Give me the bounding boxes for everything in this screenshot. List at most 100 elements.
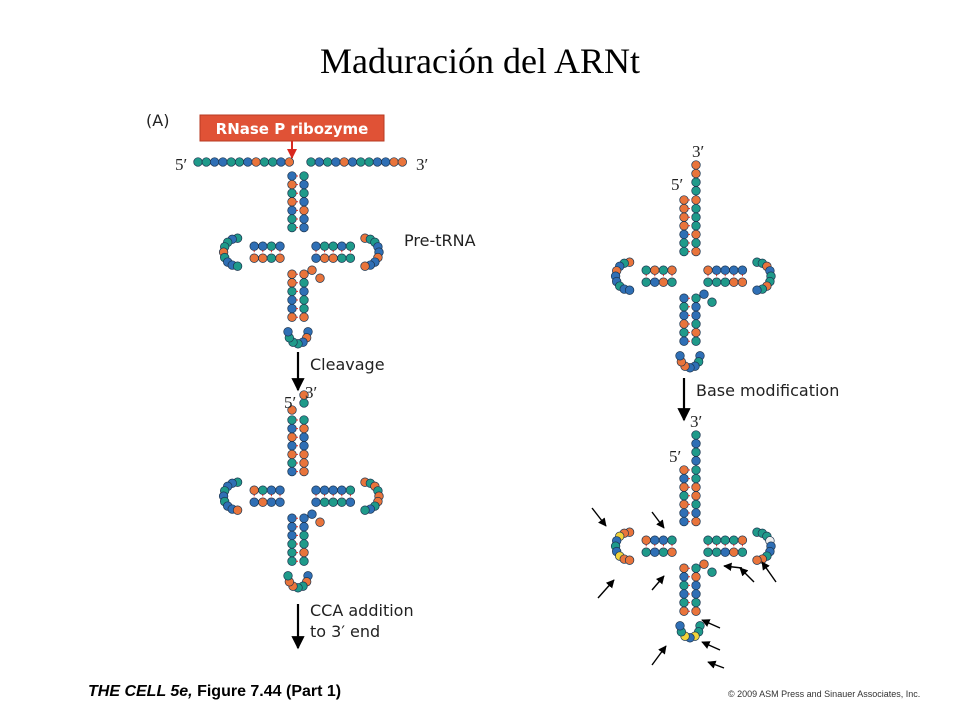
nucleotide (287, 405, 297, 415)
nucleotide (249, 497, 259, 507)
nucleotide (691, 430, 701, 440)
nucleotide (679, 499, 689, 510)
nucleotide (226, 157, 236, 167)
nucleotide (299, 522, 309, 532)
mod-5-prime: 5′ (669, 447, 681, 466)
nucleotide (287, 513, 297, 523)
nucleotide (322, 157, 333, 167)
nucleotide (737, 547, 748, 557)
nucleotide (249, 241, 259, 251)
nucleotide (658, 277, 669, 287)
nucleotide (720, 547, 730, 557)
nucleotide (266, 485, 277, 495)
nucleotide (679, 473, 689, 484)
nucleotide (287, 530, 297, 541)
nucleotide (691, 491, 701, 501)
mod-3-prime: 3′ (690, 412, 702, 431)
nucleotide (699, 289, 709, 299)
nucleotide (679, 229, 689, 240)
nucleotide (311, 241, 321, 251)
nucleotide (328, 253, 338, 263)
nucleotide (299, 556, 309, 566)
nucleotide (389, 157, 399, 167)
nucleotide (328, 497, 338, 507)
nucleotide (193, 157, 203, 167)
nucleotide (328, 241, 338, 251)
nucleotide (720, 265, 730, 275)
nucleotide (287, 423, 297, 434)
copyright: © 2009 ASM Press and Sinauer Associates,… (728, 689, 921, 699)
nucleotide (311, 497, 321, 507)
nucleotide (381, 157, 391, 167)
nucleotide (337, 497, 347, 507)
nucleotide (315, 273, 325, 283)
nucleotide (306, 157, 316, 167)
nucleotide (337, 241, 347, 251)
nucleotide (720, 535, 730, 545)
nucleotide (258, 485, 268, 495)
nucleotide (287, 188, 297, 198)
nucleotide (307, 265, 317, 275)
pointer-arrow-icon (723, 562, 743, 572)
step-cca-addition: CCA addition (310, 601, 414, 620)
nucleotide (679, 580, 689, 591)
nucleotide (679, 465, 689, 475)
nucleotide (624, 555, 635, 565)
nucleotide (299, 415, 309, 425)
nucleotide (287, 179, 297, 190)
nucleotide (679, 302, 689, 312)
nucleotide (299, 286, 309, 297)
nucleotide (275, 241, 285, 251)
nucleotide (345, 241, 356, 251)
nucleotide (397, 157, 407, 167)
nucleotide (675, 351, 685, 361)
nucleotide (287, 441, 297, 451)
nucleotide (266, 497, 277, 507)
nucleotide (287, 312, 297, 322)
nucleotide (720, 277, 730, 287)
nucleotide (311, 253, 321, 263)
nucleotide (679, 606, 689, 616)
pointer-arrow-icon (651, 511, 665, 529)
nucleotide (299, 530, 309, 541)
nucleotide (667, 265, 677, 275)
nucleotide (201, 157, 211, 167)
nucleotide (691, 499, 701, 510)
nucleotide (658, 265, 669, 275)
nucleotide (711, 535, 722, 545)
nucleotide (691, 597, 701, 608)
nucleotide (691, 186, 701, 196)
nucleotide (299, 513, 309, 523)
nucleotide (218, 157, 228, 167)
nucleotide (299, 269, 309, 279)
pointer-arrow-icon (591, 507, 607, 527)
nucleotide (691, 589, 701, 599)
pointer-arrow-icon (651, 575, 665, 591)
nucleotide (287, 214, 297, 224)
nucleotide (729, 277, 739, 287)
nucleotide (691, 221, 701, 231)
pointer-arrow-icon (739, 567, 755, 583)
nucleotide (287, 556, 297, 566)
nucleotide (234, 157, 245, 167)
nucleotide (691, 177, 701, 187)
nucleotide (299, 222, 309, 233)
nucleotide (299, 205, 309, 216)
nucleotide (299, 303, 309, 314)
nucleotide (232, 261, 243, 271)
nucleotide (667, 535, 677, 545)
nucleotide (311, 485, 321, 495)
nucleotide (287, 432, 297, 442)
pre-trna-5-prime: 5′ (175, 155, 187, 174)
nucleotide (372, 157, 383, 167)
nucleotide (650, 547, 660, 557)
nucleotide (691, 482, 701, 492)
step-cleavage: Cleavage (310, 355, 385, 374)
pointer-arrow-icon (651, 645, 667, 666)
nucleotide (360, 505, 370, 515)
nucleotide (691, 572, 701, 582)
nucleotide (679, 246, 689, 257)
nucleotide (679, 319, 689, 329)
nucleotide (287, 303, 297, 314)
nucleotide (315, 517, 325, 527)
